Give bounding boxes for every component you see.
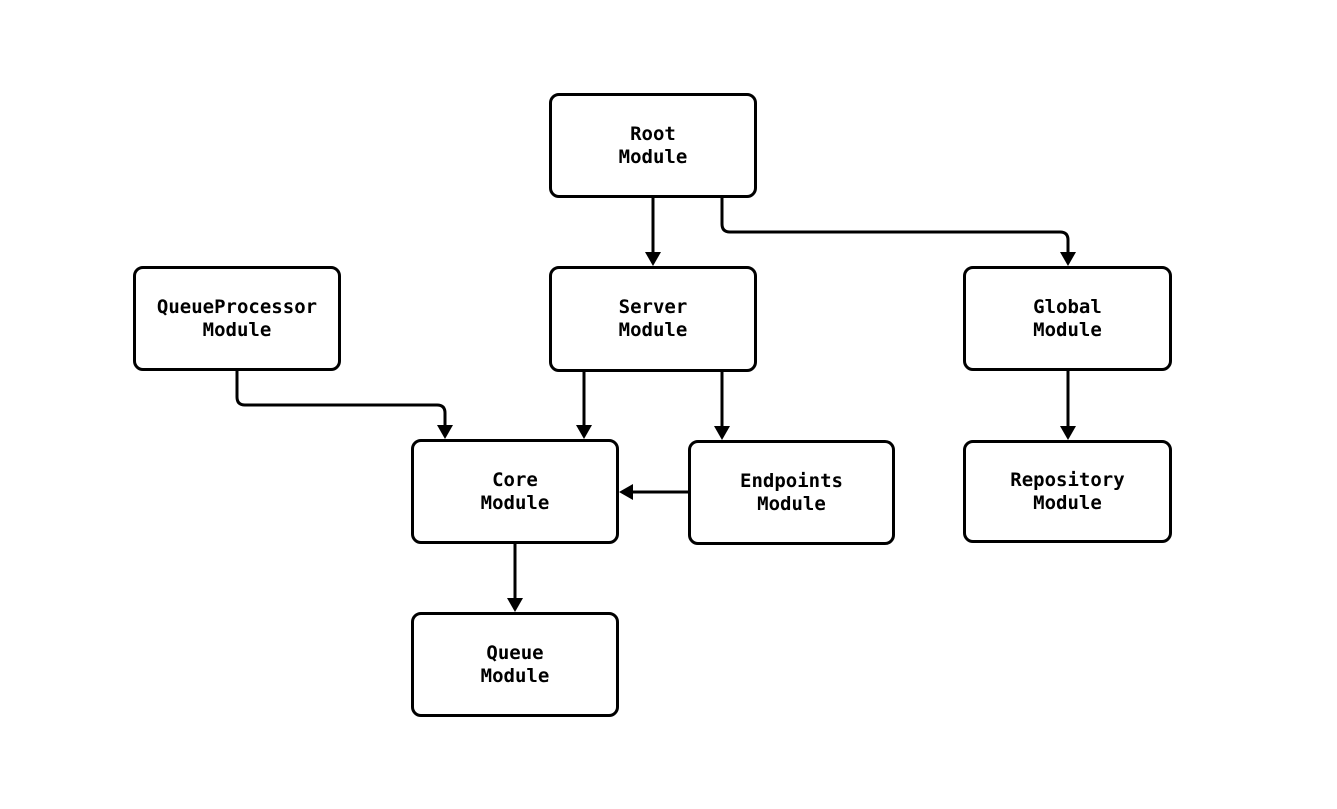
edge-endpoints-core [619, 484, 688, 500]
arrowhead-server-core [576, 425, 592, 439]
node-label-repository: Repository Module [1010, 468, 1125, 514]
arrowhead-core-queue [507, 598, 523, 612]
edge-line-queueprocessor-core [235, 371, 447, 427]
node-global: Global Module [963, 266, 1172, 371]
edge-core-queue [507, 544, 523, 612]
node-label-core: Core Module [480, 468, 550, 514]
arrowhead-root-global [1060, 252, 1076, 266]
node-core: Core Module [411, 439, 619, 544]
arrowhead-global-repository [1060, 426, 1076, 440]
node-root: Root Module [549, 93, 757, 198]
arrowhead-endpoints-core [619, 484, 633, 500]
node-label-queue: Queue Module [480, 641, 550, 687]
edge-global-repository [1060, 371, 1076, 440]
arrowhead-queueprocessor-core [437, 425, 453, 439]
node-endpoints: Endpoints Module [688, 440, 895, 545]
arrowhead-server-endpoints [714, 426, 730, 440]
node-server: Server Module [549, 266, 757, 372]
arrowhead-root-server [645, 252, 661, 266]
node-queue: Queue Module [411, 612, 619, 717]
node-queueprocessor: QueueProcessor Module [133, 266, 341, 371]
edge-root-global [720, 198, 1076, 266]
node-label-queueprocessor: QueueProcessor Module [156, 295, 318, 341]
edge-root-server [645, 198, 661, 266]
node-repository: Repository Module [963, 440, 1172, 543]
node-label-server: Server Module [618, 296, 688, 341]
node-label-root: Root Module [618, 122, 688, 168]
node-label-global: Global Module [1033, 295, 1102, 341]
edge-server-endpoints [714, 372, 730, 440]
edge-line-root-global [720, 198, 1070, 254]
node-label-endpoints: Endpoints Module [740, 469, 843, 515]
edge-queueprocessor-core [235, 371, 453, 439]
edge-server-core [576, 372, 592, 439]
